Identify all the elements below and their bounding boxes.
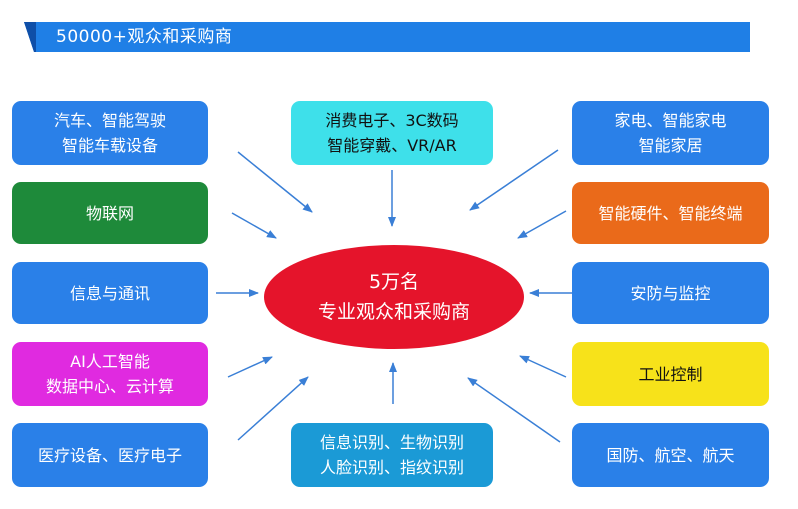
box-auto-line-1: 汽车、智能驾驶 xyxy=(53,111,166,130)
page-title: 50000+观众和采购商 xyxy=(56,27,233,47)
box-consumer-line-2: 智能穿戴、VR/AR xyxy=(327,136,457,155)
box-telecom: 信息与通讯 xyxy=(12,262,208,324)
box-biometric: 信息识别、生物识别 人脸识别、指纹识别 xyxy=(291,423,493,487)
header-banner: 50000+观众和采购商 xyxy=(24,22,750,52)
box-security: 安防与监控 xyxy=(572,262,769,324)
center-line-2: 专业观众和采购商 xyxy=(317,301,470,323)
box-industrial-line-1: 工业控制 xyxy=(638,364,703,384)
box-defense-line-1: 国防、航空、航天 xyxy=(606,445,735,465)
box-auto: 汽车、智能驾驶 智能车载设备 xyxy=(12,101,208,165)
box-medical: 医疗设备、医疗电子 xyxy=(12,423,208,487)
box-consumer: 消费电子、3C数码 智能穿戴、VR/AR xyxy=(291,101,493,165)
box-appliance-line-1: 家电、智能家电 xyxy=(614,111,727,130)
arrow-appliance xyxy=(469,149,559,211)
box-defense: 国防、航空、航天 xyxy=(572,423,769,487)
box-hardware-line-1: 智能硬件、智能终端 xyxy=(598,203,743,223)
box-telecom-line-1: 信息与通讯 xyxy=(69,283,150,303)
box-biometric-line-1: 信息识别、生物识别 xyxy=(319,433,464,452)
box-ai: AI人工智能 数据中心、云计算 xyxy=(12,342,208,406)
arrow-hardware xyxy=(517,210,567,239)
arrow-auto xyxy=(237,151,313,213)
box-iot: 物联网 xyxy=(12,182,208,244)
box-security-line-1: 安防与监控 xyxy=(630,283,711,303)
box-industrial: 工业控制 xyxy=(572,342,769,406)
arrow-industrial xyxy=(519,355,567,378)
box-ai-line-2: 数据中心、云计算 xyxy=(45,377,174,396)
box-auto-line-2: 智能车载设备 xyxy=(61,136,158,155)
box-consumer-line-1: 消费电子、3C数码 xyxy=(325,111,459,130)
box-biometric-line-2: 人脸识别、指纹识别 xyxy=(319,458,464,477)
arrow-medical xyxy=(237,376,309,441)
box-medical-line-1: 医疗设备、医疗电子 xyxy=(37,445,182,465)
center-ellipse: 5万名 专业观众和采购商 xyxy=(264,245,524,349)
arrow-defense xyxy=(467,377,561,443)
box-ai-line-1: AI人工智能 xyxy=(70,352,150,371)
box-iot-line-1: 物联网 xyxy=(85,203,134,223)
box-appliance: 家电、智能家电 智能家居 xyxy=(572,101,769,165)
center-line-1: 5万名 xyxy=(368,271,420,293)
box-appliance-line-2: 智能家居 xyxy=(638,136,703,155)
box-hardware: 智能硬件、智能终端 xyxy=(572,182,769,244)
arrow-iot xyxy=(231,212,277,239)
arrow-ai xyxy=(227,356,273,378)
